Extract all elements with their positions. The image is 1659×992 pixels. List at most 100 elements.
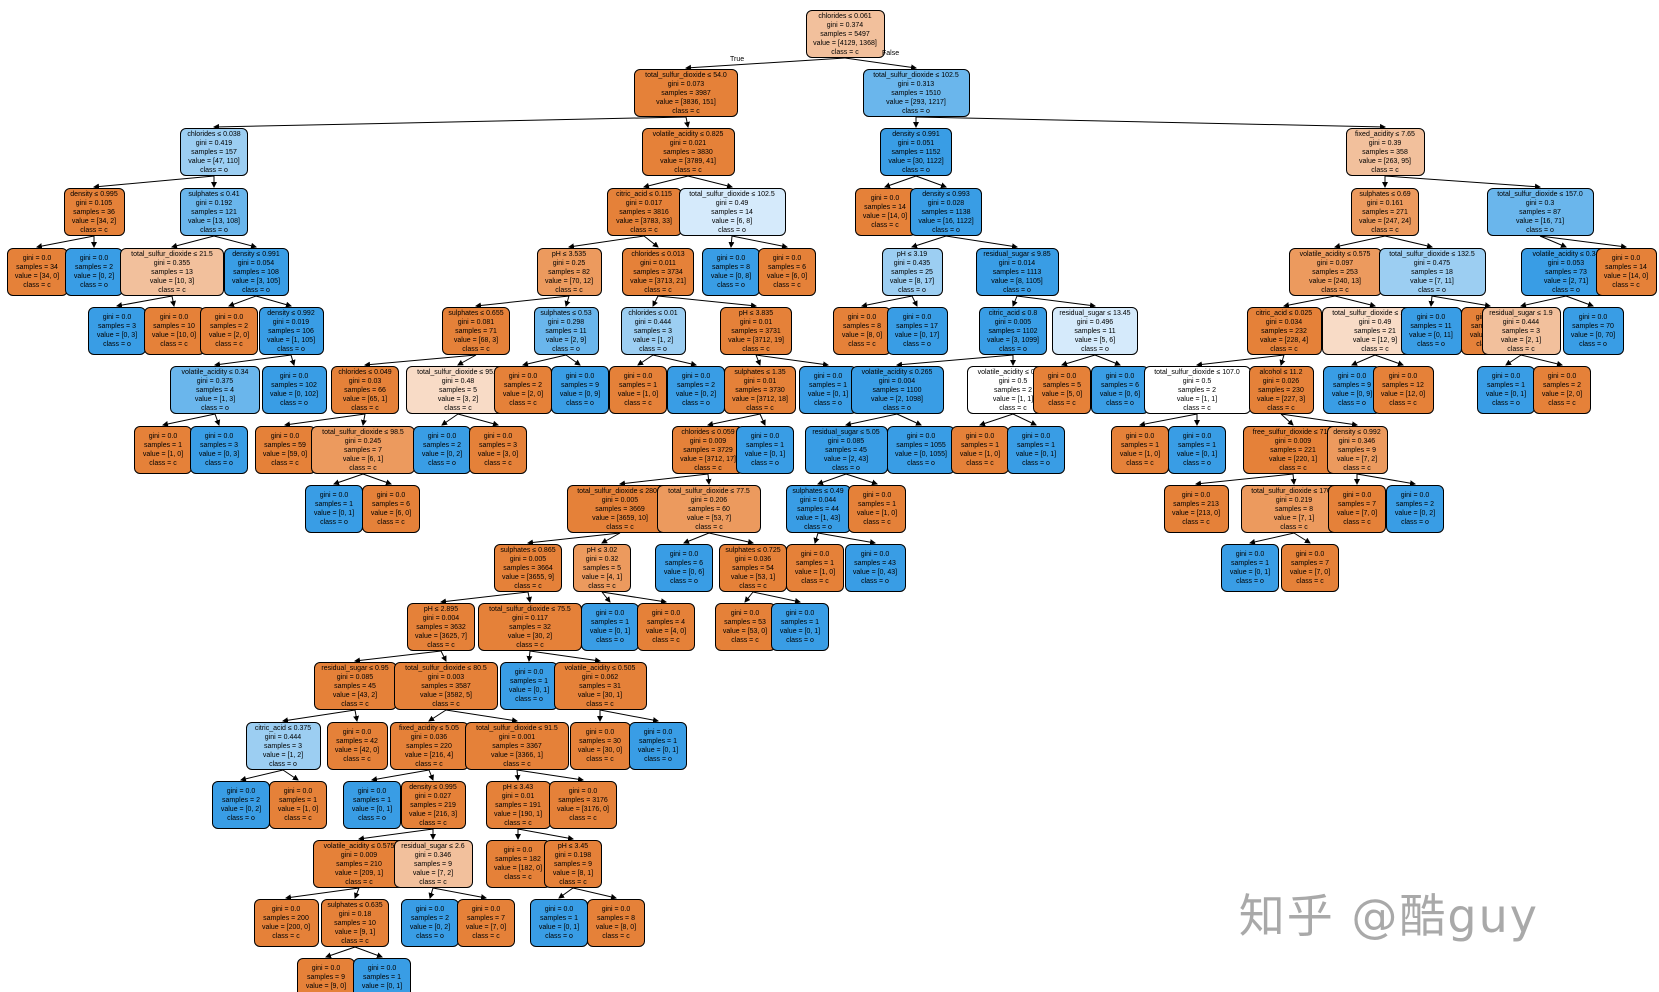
node-line: class = o <box>416 933 444 940</box>
node-line: samples = 121 <box>191 209 237 216</box>
tree-edge <box>240 769 284 782</box>
node-line: gini = 0.0 <box>1388 373 1418 380</box>
node-line: samples = 17 <box>896 323 938 330</box>
node-line: gini = 0.062 <box>581 674 619 681</box>
node-line: value = [7, 11] <box>1410 278 1454 285</box>
node-line: value = [0, 1055] <box>895 451 947 458</box>
tree-edge <box>708 532 754 545</box>
node-line: gini = 0.0 <box>906 433 936 440</box>
node-line: gini = 0.0 <box>1578 314 1608 321</box>
tree-edge <box>213 116 687 130</box>
node-line: samples = 18 <box>1411 269 1453 276</box>
node-line: samples = 36 <box>73 209 115 216</box>
tree-edge <box>214 354 292 368</box>
tree-edge <box>601 591 667 605</box>
node-line: value = [1, 2] <box>262 752 304 759</box>
node-line: gini = 0.117 <box>512 615 548 622</box>
node-line: gini = 0.0 <box>1547 373 1577 380</box>
node-line: volatile_acidity ≤ 0.575 <box>323 843 395 850</box>
node-line: class = c <box>149 460 177 467</box>
node-line: gini = 0.5 <box>1182 378 1212 385</box>
tree-edge <box>643 175 689 189</box>
node-line: samples = 59 <box>264 442 306 449</box>
node-line: value = [8, 0] <box>841 332 883 339</box>
node-line: value = [200, 0] <box>261 924 311 931</box>
node-line: class = c <box>1371 167 1399 174</box>
node-line: gini = 0.026 <box>1262 378 1300 385</box>
node-line: gini = 0.036 <box>734 556 772 563</box>
node-line: class = c <box>1507 346 1535 353</box>
node-line: samples = 1 <box>591 619 629 626</box>
node-line: samples = 1510 <box>891 90 941 97</box>
node-line: gini = 0.444 <box>264 734 302 741</box>
tree-edge <box>1061 354 1096 367</box>
node-line: value = [1, 0] <box>277 806 319 813</box>
node-line: gini = 0.0 <box>716 255 746 262</box>
node-line: samples = 5 <box>583 565 621 572</box>
node-line: volatile_acidity ≤ 0.34 <box>1532 251 1600 258</box>
tree-edge <box>1384 175 1541 190</box>
node-line: class = c <box>1126 460 1154 467</box>
node-line: total_sulfur_dioxide ≤ 98.5 <box>322 429 404 436</box>
node-line: gini = 0.48 <box>441 378 475 385</box>
node-line: citric_acid ≤ 0.115 <box>616 191 672 198</box>
node-line: gini = 0.0 <box>1021 433 1051 440</box>
node-line: value = [53, 0] <box>722 628 768 635</box>
node-line: samples = 106 <box>268 328 314 335</box>
node-line: samples = 3 <box>479 442 517 449</box>
node-line: volatile_acidity ≤ 0.505 <box>564 665 636 672</box>
node-line: value = [65, 1] <box>342 396 388 403</box>
tree-edge <box>568 235 645 250</box>
node-line: class = c <box>1389 400 1417 407</box>
node-line: value = [0, 1] <box>589 628 631 635</box>
tree-edge <box>572 887 617 900</box>
node-line: samples = 1 <box>353 797 391 804</box>
node-line: samples = 2 <box>1543 382 1581 389</box>
node-line: value = [0, 1] <box>1229 569 1271 576</box>
node-line: samples = 11 <box>1074 328 1116 335</box>
node-line: gini = 0.0 <box>1047 373 1077 380</box>
tree-edge <box>845 473 878 486</box>
node-line: samples = 3734 <box>633 269 683 276</box>
node-line: samples = 21 <box>1354 328 1396 335</box>
node-line: class = c <box>1296 578 1324 585</box>
node-line: gini = 0.0 <box>514 669 544 676</box>
node-line: class = c <box>559 879 587 886</box>
node-line: value = [247, 24] <box>1359 218 1411 225</box>
node-line: samples = 2 <box>1178 387 1216 394</box>
node-line: value = [0, 102] <box>269 391 319 398</box>
node-line: class = c <box>746 405 774 412</box>
node-line: class = c <box>351 405 379 412</box>
tree-edge <box>255 295 292 308</box>
node-line: value = [8, 0] <box>595 924 637 931</box>
node-line: class = c <box>462 346 490 353</box>
node-line: value = [0, 9] <box>1331 391 1373 398</box>
node-line: value = [16, 71] <box>1515 218 1565 225</box>
node-line: gini = 0.054 <box>237 260 275 267</box>
node-line: class = o <box>1003 287 1031 294</box>
node-line: sulphates ≤ 1.35 <box>734 369 786 376</box>
node-line: total_sulfur_dioxide ≤ 77.5 <box>668 488 750 495</box>
node-line: class = c <box>602 933 630 940</box>
node-line: gini = 0.034 <box>1265 319 1303 326</box>
node-line: gini = 0.0 <box>1611 255 1641 262</box>
node-line: value = [2, 1] <box>1500 337 1542 344</box>
node-line: volatile_acidity ≤ 0.265 <box>861 369 933 376</box>
node-line: class = c <box>695 524 723 531</box>
node-line: value = [0, 1] <box>313 510 355 517</box>
node-line: class = c <box>1371 227 1399 234</box>
node-line: value = [30, 0] <box>577 747 623 754</box>
